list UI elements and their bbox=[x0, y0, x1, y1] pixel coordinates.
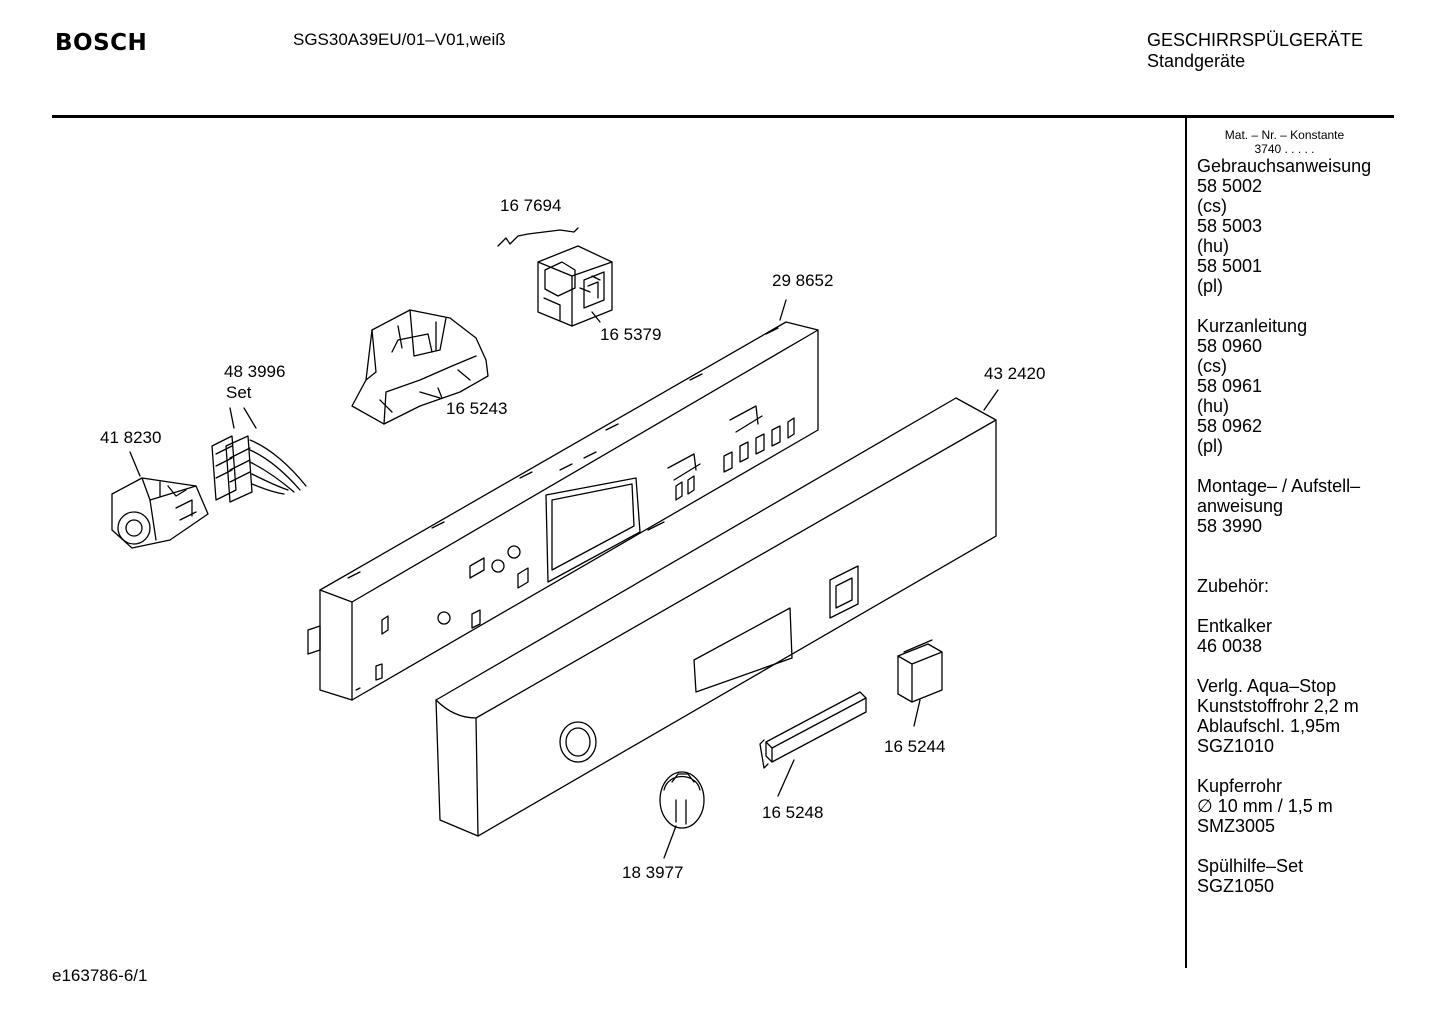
sidebar-line: 58 3990 bbox=[1197, 516, 1263, 536]
sidebar-line: Gebrauchsanweisung bbox=[1197, 156, 1372, 176]
leader-165379 bbox=[591, 311, 601, 323]
part-label-165244: 16 5244 bbox=[884, 737, 945, 756]
leader-418230 bbox=[129, 451, 141, 477]
program-selector-part bbox=[111, 477, 209, 549]
exploded-parts-diagram: 16 7694 16 5379 16 5243 bbox=[100, 196, 1045, 882]
part-label-483996-set: Set bbox=[226, 383, 252, 402]
sidebar-line: (hu) bbox=[1197, 396, 1230, 416]
mat-value: 3740 . . . . . bbox=[1254, 142, 1315, 156]
cover-strip-part bbox=[759, 691, 867, 769]
sidebar-line: (pl) bbox=[1197, 276, 1223, 296]
sidebar-divider bbox=[1185, 118, 1187, 968]
sidebar-line: Montage– / Aufstell– bbox=[1197, 476, 1361, 496]
category-subtitle: Standgeräte bbox=[1147, 51, 1246, 71]
sidebar-line: ∅ 10 mm / 1,5 m bbox=[1197, 796, 1333, 816]
sidebar-line: 58 0960 bbox=[1197, 336, 1263, 356]
sidebar-line: SGZ1010 bbox=[1197, 736, 1275, 756]
sidebar-line: (cs) bbox=[1197, 196, 1227, 216]
sidebar-line: (pl) bbox=[1197, 436, 1223, 456]
leader-483996-a bbox=[229, 407, 235, 429]
leader-165243 bbox=[437, 387, 443, 399]
wiring-harness-part bbox=[211, 435, 307, 503]
parts-sidebar: Mat. – Nr. – Konstante 3740 . . . . . Ge… bbox=[1197, 128, 1392, 896]
leader-298652 bbox=[779, 299, 787, 321]
part-label-165379: 16 5379 bbox=[600, 325, 661, 344]
bracket-part bbox=[351, 309, 489, 425]
mat-label: Mat. – Nr. – Konstante bbox=[1224, 128, 1345, 142]
leader-483996-b bbox=[243, 407, 257, 429]
sidebar-line: SGZ1050 bbox=[1197, 876, 1275, 896]
sidebar-line: Zubehör: bbox=[1197, 576, 1270, 596]
part-label-165243: 16 5243 bbox=[446, 399, 507, 418]
leader-183977 bbox=[663, 825, 677, 859]
front-fascia-part bbox=[435, 397, 997, 837]
category-title: GESCHIRRSPÜLGERÄTE bbox=[1147, 30, 1364, 50]
switch-block-part bbox=[537, 245, 613, 327]
sidebar-line: 46 0038 bbox=[1197, 636, 1263, 656]
sidebar-line: Verlg. Aqua–Stop bbox=[1197, 676, 1337, 696]
sidebar-line: Kurzanleitung bbox=[1197, 316, 1308, 336]
header-divider bbox=[52, 115, 1394, 118]
part-label-183977: 18 3977 bbox=[622, 863, 683, 882]
part-label-298652: 29 8652 bbox=[772, 271, 833, 290]
push-button-part bbox=[897, 639, 943, 703]
product-category: GESCHIRRSPÜLGERÄTE Standgeräte bbox=[1147, 30, 1363, 72]
sidebar-line: Ablaufschl. 1,95m bbox=[1197, 716, 1341, 736]
part-label-167694: 16 7694 bbox=[500, 196, 561, 215]
brand-logo: BOSCH bbox=[55, 30, 148, 56]
part-label-418230: 41 8230 bbox=[100, 428, 161, 447]
sidebar-line: Kupferrohr bbox=[1197, 776, 1283, 796]
leader-432420 bbox=[983, 389, 999, 411]
sidebar-line: Spülhilfe–Set bbox=[1197, 856, 1304, 876]
knob-part bbox=[659, 771, 705, 829]
sidebar-line: Kunststoffrohr 2,2 m bbox=[1197, 696, 1359, 716]
spring-clip-part bbox=[497, 227, 579, 247]
sidebar-line: 58 5001 bbox=[1197, 256, 1263, 276]
sidebar-line: (cs) bbox=[1197, 356, 1227, 376]
part-label-432420: 43 2420 bbox=[984, 364, 1045, 383]
sidebar-line: anweisung bbox=[1197, 496, 1284, 516]
sidebar-line: 58 5003 bbox=[1197, 216, 1263, 236]
document-id: e163786-6/1 bbox=[52, 966, 148, 985]
part-label-165248: 16 5248 bbox=[762, 803, 823, 822]
leader-165248 bbox=[777, 759, 795, 797]
sidebar-line: 58 0962 bbox=[1197, 416, 1263, 436]
panel-carrier-part bbox=[307, 321, 819, 701]
model-number: SGS30A39EU/01–V01,weiß bbox=[293, 30, 506, 49]
sidebar-line: (hu) bbox=[1197, 236, 1230, 256]
part-label-483996: 48 3996 bbox=[224, 362, 285, 381]
sidebar-line: 58 0961 bbox=[1197, 376, 1263, 396]
leader-165244 bbox=[913, 699, 921, 727]
sidebar-line: Entkalker bbox=[1197, 616, 1273, 636]
sidebar-line: 58 5002 bbox=[1197, 176, 1263, 196]
sidebar-line: SMZ3005 bbox=[1197, 816, 1276, 836]
